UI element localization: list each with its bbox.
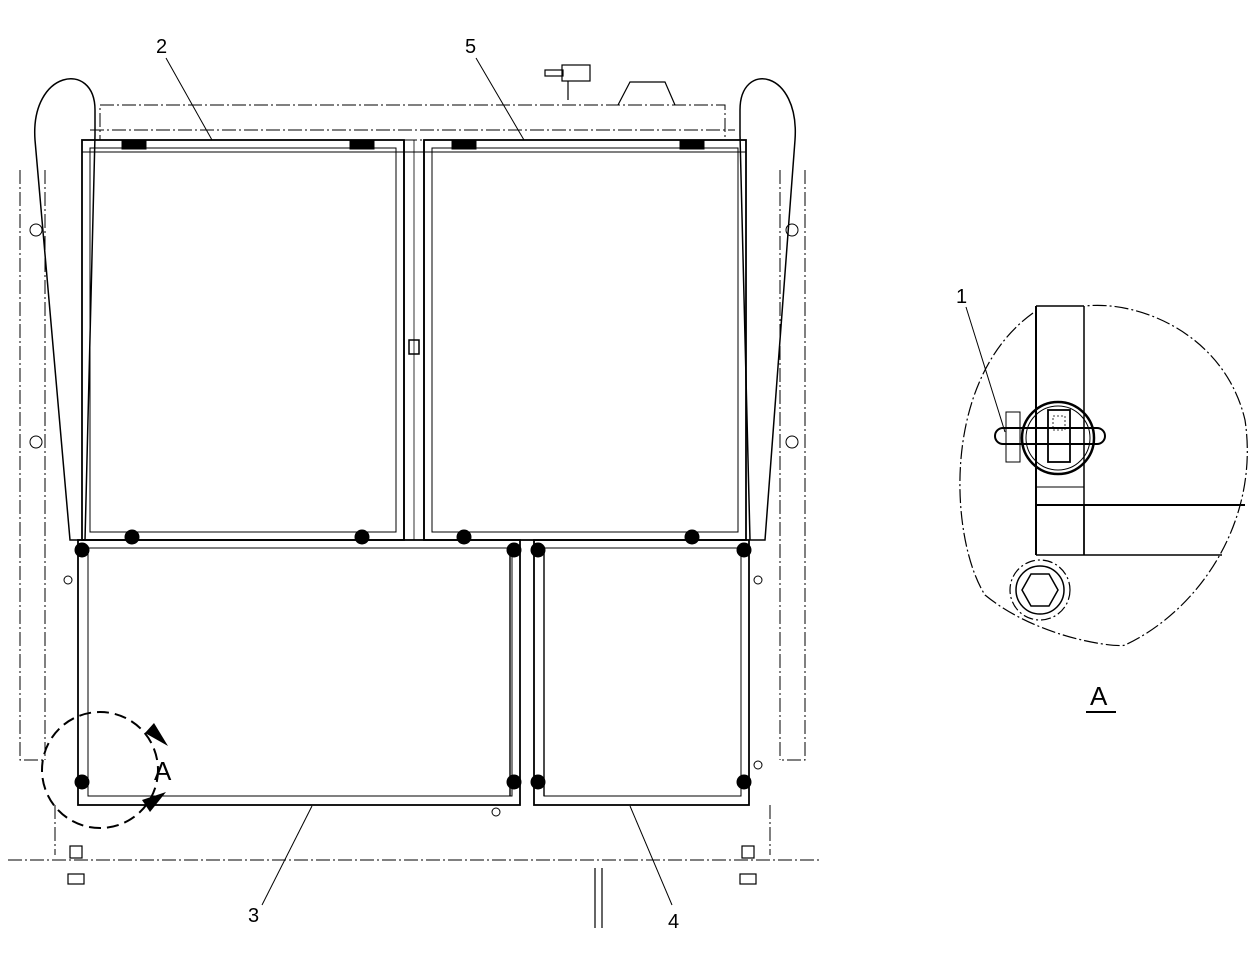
base-hardware bbox=[67, 845, 757, 928]
center-divider bbox=[403, 140, 425, 540]
view-marker-letter: A bbox=[154, 756, 172, 786]
left-upright bbox=[34, 78, 96, 541]
bolt-holes bbox=[29, 223, 799, 817]
detail-view-a bbox=[959, 304, 1248, 647]
fill-neck bbox=[544, 64, 676, 106]
latch-ring bbox=[1020, 400, 1096, 476]
top-rail bbox=[82, 140, 746, 153]
upper-panel-left bbox=[81, 139, 405, 541]
detail-boundary bbox=[959, 304, 1248, 647]
upper-panel-right bbox=[423, 139, 747, 541]
callout-2: 2 bbox=[156, 36, 167, 58]
view-a-marker bbox=[41, 711, 168, 829]
view-arrow-upper bbox=[145, 723, 168, 746]
fasteners bbox=[74, 529, 752, 790]
lower-panel-left bbox=[77, 539, 521, 806]
lower-panel-right bbox=[533, 539, 750, 806]
callout-5: 5 bbox=[465, 36, 476, 58]
callout-3: 3 bbox=[248, 905, 259, 927]
lower-divider bbox=[509, 548, 545, 796]
view-arrow-lower bbox=[142, 792, 166, 812]
callout-4: 4 bbox=[668, 911, 679, 933]
leader-lines bbox=[165, 57, 1006, 906]
phantom-frame bbox=[8, 104, 820, 861]
detail-view-title: A bbox=[1090, 681, 1108, 711]
right-upright bbox=[739, 78, 796, 541]
callout-1: 1 bbox=[956, 286, 967, 308]
